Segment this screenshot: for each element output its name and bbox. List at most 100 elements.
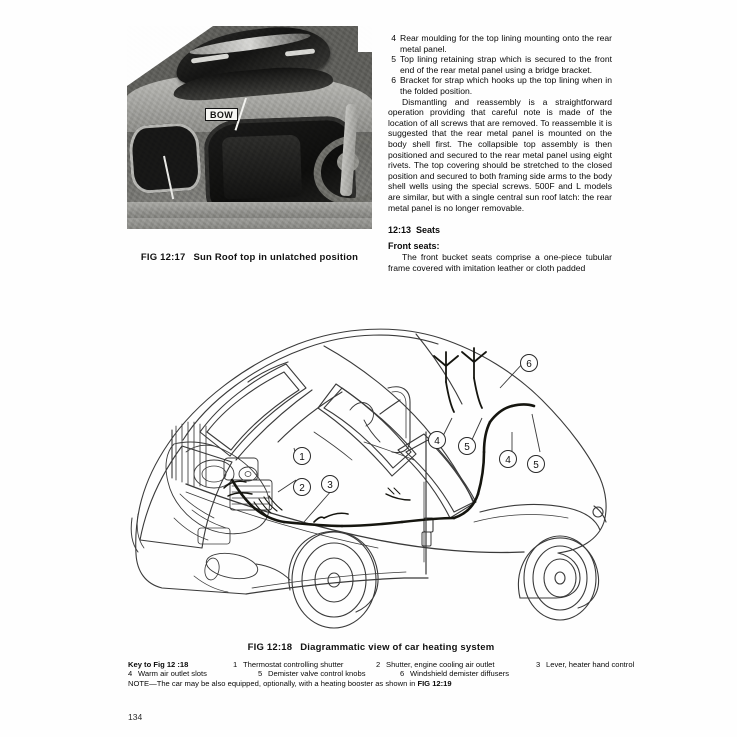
diagram-heater-lever-pivot [313,516,325,523]
figure-diagram-caption-text: Diagrammatic view of car heating system [300,642,495,653]
diagram-gearbox-line [191,509,227,529]
key-item-3-number: 3 [536,660,541,669]
diagram-front-wheel-arch [518,537,600,609]
key-item-6-label: Windshield demister diffusers [410,669,510,679]
diagram-heat-duct-main [282,520,344,528]
diagram-callout-leaders [277,361,541,523]
key-title: Key to Fig 12 :18 [128,660,189,669]
diagram-rear-seat-line [313,431,353,461]
diagram-front-wing-top [479,503,601,531]
diagram-rear-door-window-inner [323,387,412,469]
photo-image: BOW [127,26,372,229]
diagram-front-wheel-rim [532,545,588,611]
diagram-transmission [197,527,231,545]
callout-4-second: 4 [499,450,517,468]
diagram-front-door-window-inner [405,439,475,513]
diagram-roof-seam [323,345,475,505]
photo-bow-label: BOW [205,108,239,121]
diagram-front-wheel-tyre [523,535,597,621]
photo-crop-corner-top-right [358,26,372,52]
callout-2: 2 [293,478,311,496]
diagram-callout-markers: 1 2 3 4 5 [293,354,545,496]
diagram-rear-wheel-hub [327,572,341,588]
key-item-2-number: 2 [376,660,381,669]
leader-6 [499,361,525,389]
section-title: Seats [416,225,441,236]
key-row-1: Key to Fig 12 :18 1 Thermostat controlli… [128,660,634,669]
key-item-3-label: Lever, heater hand control [546,660,635,669]
diagram-exhaust-bracket [193,575,229,593]
figure-photo-caption: FIG 12:17 Sun Roof top in unlatched posit… [127,252,372,263]
diagram-front-lamp [592,506,604,518]
diagram-rear-bumper [130,517,139,553]
diagram-rear-panel-cutaway [139,445,233,549]
diagram-seat-back [387,386,411,454]
diagram-rear-lower-outline [135,553,247,595]
list-item: 5 Top lining retaining strap which is se… [388,54,612,75]
diagram-warm-air-outlet-slot [385,493,411,501]
diagram-sump-line [173,517,209,541]
callout-3-label: 3 [327,480,333,491]
key-item-4-label: Warm air outlet slots [138,669,207,679]
list-item-number: 4 [391,33,396,43]
diagram-heat-duct-to-demister [488,404,514,424]
callout-6: 6 [520,354,538,372]
body-paragraph-2: The front bucket seats comprise a one-pi… [388,252,612,273]
diagram-heat-exchanger-fins [231,485,271,505]
key-note: NOTE—The car may be also equipped, optio… [128,679,620,688]
diagram-engine-mount [179,493,215,519]
diagram-sill-2 [251,571,407,589]
key-item-1-number: 1 [233,660,238,669]
diagram-seat-cushion [363,441,415,461]
diagram-demister-tube-right [473,377,483,409]
diagram-heater-lever [323,512,349,519]
body-paragraph: Dismantling and reassembly is a straight… [388,96,612,213]
key-item-4-number: 4 [128,669,133,679]
diagram-cooling-fan [238,466,258,482]
figure-photo-sun-roof: BOW [127,26,372,229]
list-item-number: 5 [391,54,396,65]
diagram-rear-bumper-2 [136,513,145,549]
list-item: 4 Rear moulding for the top lining mount… [388,33,612,54]
figure-photo-caption-number: FIG 12:17 [140,252,186,263]
diagram-steering-column [363,419,381,443]
callout-5-second-label: 5 [533,460,539,471]
section-number: 12:13 [388,225,412,236]
key-row-2: 4 Warm air outlet slots 5 Demister valve… [128,669,620,678]
list-item-text: Top lining retaining strap which is secu… [400,54,612,75]
diagram-demister-tube-left [445,381,455,413]
callout-3: 3 [321,475,339,493]
key-item-2-label: Shutter, engine cooling air outlet [386,660,495,669]
diagram-rear-wheel-dish [314,557,354,603]
leader-3 [303,489,333,523]
diagram-heat-duct-riser [452,492,480,520]
figure-photo-caption-text: Sun Roof top in unlatched position [193,252,359,263]
diagram-heat-duct-underfloor [340,520,404,528]
diagram-exhaust-tail [255,563,291,581]
diagram-demister-crossover [510,403,536,408]
diagram-svg: 1 2 3 4 5 [130,328,607,629]
diagram-thermostat-shutter [223,480,247,489]
diagram-engine-block [193,459,235,489]
diagram-exhaust-end-cap [204,557,220,581]
diagram-engine-block-inner [201,465,227,483]
photo-ground [127,218,372,229]
callout-6-label: 6 [526,359,532,370]
callout-5-label: 5 [464,442,470,453]
diagram-bonnet-seam [473,514,569,523]
section-heading: 12:13 Seats [388,225,612,236]
diagram-waist-line [185,483,525,554]
body-text-column: 4 Rear moulding for the top lining mount… [388,33,612,273]
diagram-rear-window-detail [247,361,289,383]
diagram-roofline [182,334,439,441]
key-item-5-label: Demister valve control knobs [268,669,366,679]
photo-body-sill [127,202,372,220]
diagram-heat-duct-pillar [476,450,486,496]
diagram-heat-duct-flex [248,502,286,524]
figure-diagram-heating-system: 1 2 3 4 5 [128,322,614,638]
key-note-reference: FIG 12:19 [417,678,452,688]
diagram-body-crease [277,391,343,443]
list-item-number: 6 [391,75,396,86]
list-item: 6 Bracket for strap which hooks up the t… [388,75,612,96]
